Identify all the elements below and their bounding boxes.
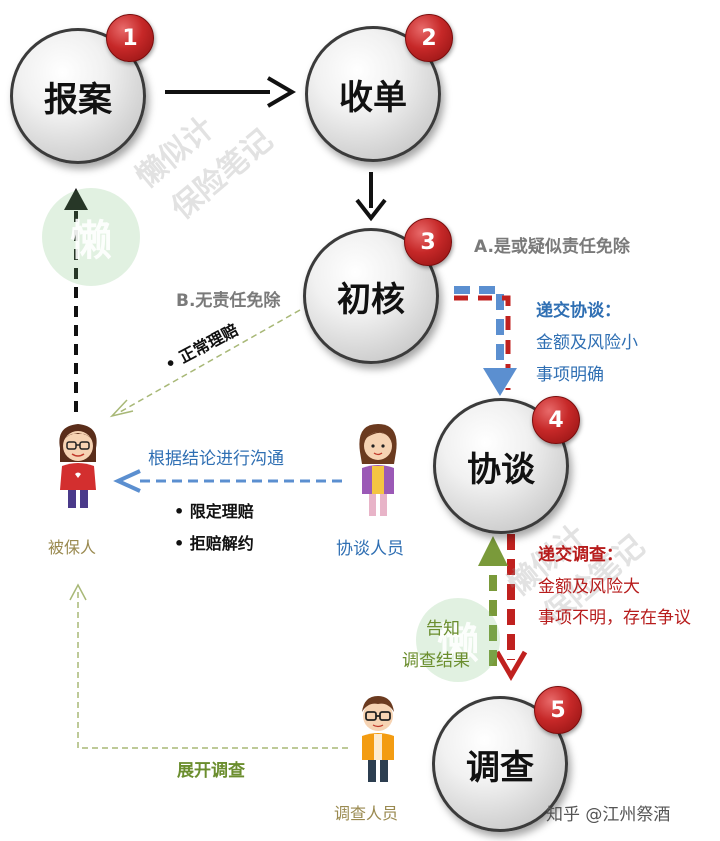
refuse-claim-label: • 拒赔解约 [174, 534, 254, 553]
node-label: 调查 [466, 747, 534, 788]
arrow-investigator-to-insured [69, 583, 348, 749]
investigation-condition: 金额及风险大 [538, 577, 640, 597]
node-label: 收单 [339, 77, 407, 118]
notify-label: 告知 [426, 619, 460, 639]
arrow-review-to-negotiation [454, 286, 517, 396]
result-label: 调查结果 [402, 651, 470, 671]
arrow-receive-to-review [355, 172, 387, 222]
arrow-report-to-receive [165, 76, 296, 108]
insured-label: 被保人 [48, 538, 97, 557]
start-investigation-label: 展开调查 [177, 761, 245, 781]
step-badge: 4 [532, 396, 580, 444]
branch-b-label: B.无责任免除 [176, 291, 281, 311]
node-label: 初核 [337, 279, 405, 320]
negotiation-condition: 金额及风险小 [536, 333, 638, 353]
node-negotiation: 协谈 [433, 398, 569, 534]
negotiator-avatar [359, 424, 397, 516]
node-label: 协谈 [467, 449, 535, 490]
arrow-negotiator-to-insured [113, 469, 342, 493]
arrow-review-to-insured [109, 309, 301, 418]
negotiator-label: 协谈人员 [336, 539, 404, 559]
arrow-negotiation-to-investigation [494, 534, 528, 681]
branch-a-label: A.是或疑似责任免除 [474, 237, 630, 257]
communicate-label: 根据结论进行沟通 [148, 449, 284, 469]
author-credit: 知乎 @江州祭酒 [546, 805, 671, 825]
step-badge: 1 [106, 14, 154, 62]
submit-negotiation-label: 递交协谈： [536, 301, 621, 321]
watermark-logo: 懒 [42, 188, 140, 286]
investigator-label: 调查人员 [334, 804, 399, 823]
submit-investigation-label: 递交调查： [538, 545, 623, 565]
negotiation-condition: 事项明确 [536, 365, 604, 385]
limited-claim-label: • 限定理赔 [174, 502, 254, 521]
node-label: 报案 [44, 79, 112, 120]
insured-avatar [59, 424, 97, 508]
step-badge: 2 [405, 14, 453, 62]
investigation-condition: 事项不明，存在争议 [538, 608, 691, 628]
investigator-avatar [362, 696, 394, 782]
step-badge: 5 [534, 686, 582, 734]
arrow-insured-to-report [64, 188, 88, 412]
watermark-logo: 懒 [416, 598, 500, 682]
arrow-investigation-to-negotiation [478, 536, 508, 666]
step-badge: 3 [404, 218, 452, 266]
